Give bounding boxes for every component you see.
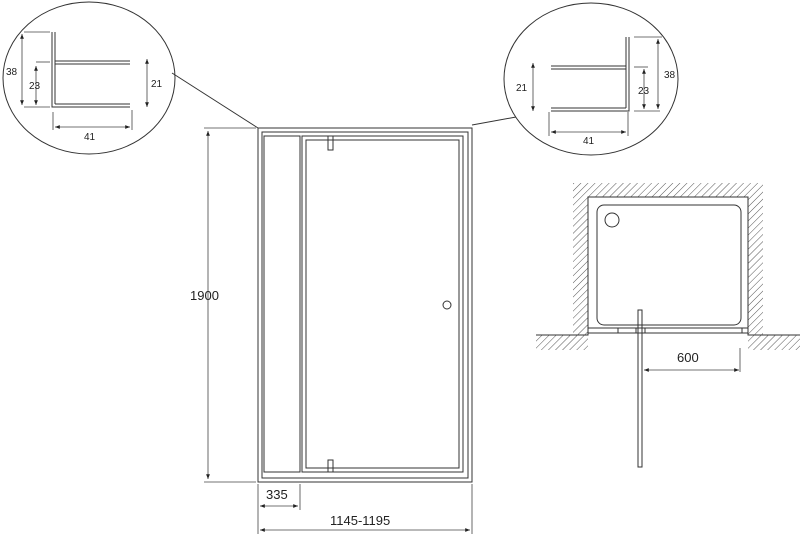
dim-38: 38 [6, 67, 18, 78]
dim-21: 21 [516, 83, 528, 94]
dim-41: 41 [84, 132, 96, 143]
left-profile-detail: 38 23 21 41 [2, 1, 259, 155]
drain-icon [604, 212, 620, 228]
dim-23: 23 [29, 81, 41, 92]
door-handle-icon [442, 300, 452, 310]
front-view: 1900 335 1145-1195 [190, 127, 473, 534]
dim-21: 21 [151, 79, 163, 90]
dim-38: 38 [664, 70, 676, 81]
dim-23: 23 [638, 86, 650, 97]
dim-335: 335 [266, 487, 288, 502]
dim-1145-1195: 1145-1195 [330, 513, 390, 528]
dim-1900: 1900 [190, 288, 219, 303]
dim-41: 41 [583, 136, 595, 147]
plan-view: 600 [536, 183, 800, 468]
right-profile-detail: 21 23 38 41 [471, 2, 679, 156]
dim-600: 600 [677, 350, 699, 365]
